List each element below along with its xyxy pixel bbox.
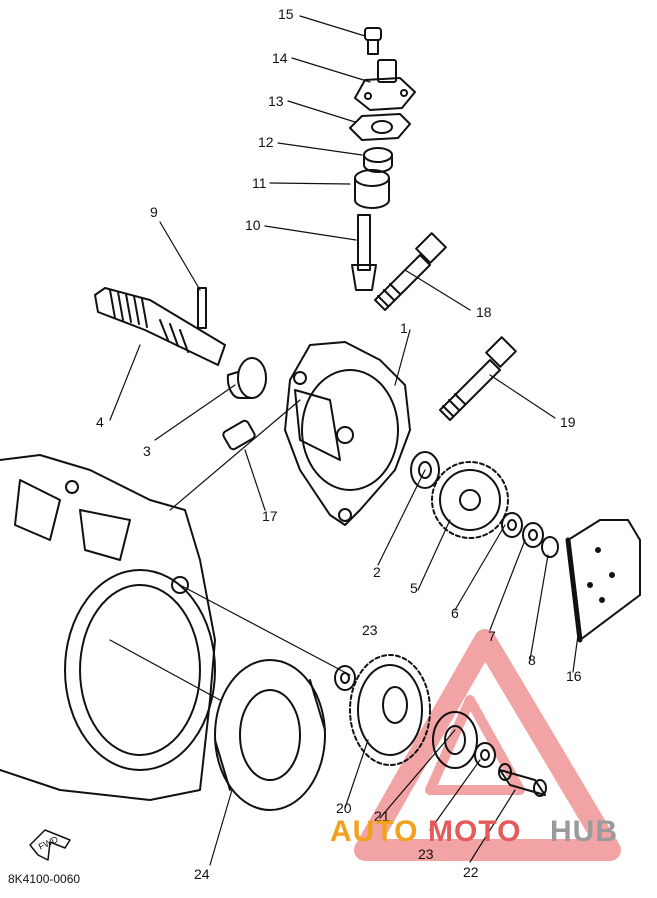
seal-24 <box>214 659 326 811</box>
washer-23-upper <box>334 665 356 691</box>
watermark-part3: HUB <box>550 815 618 848</box>
cap-14 <box>354 59 416 111</box>
callout-21: 21 <box>374 808 390 824</box>
bolt-19 <box>439 336 517 421</box>
callout-5: 5 <box>410 580 418 596</box>
callout-18: 18 <box>476 304 492 320</box>
pin-9 <box>197 287 207 329</box>
bolt-18 <box>374 232 447 311</box>
leader-lines <box>109 15 579 866</box>
callout-20: 20 <box>336 800 352 816</box>
bolt-15 <box>364 27 382 55</box>
housing-1 <box>284 341 411 526</box>
crankcase <box>0 454 216 801</box>
callout-8: 8 <box>528 652 536 668</box>
callout-15: 15 <box>278 6 294 22</box>
callout-23-lower: 23 <box>418 846 434 862</box>
bushing-11 <box>354 169 390 209</box>
callout-14: 14 <box>272 50 288 66</box>
washer-23-lower <box>474 742 496 768</box>
gear-5 <box>431 461 509 539</box>
watermark-part2: MOTO <box>428 815 522 848</box>
watermark-logo-triangle <box>354 629 621 861</box>
bearing-21 <box>432 711 478 769</box>
callout-6: 6 <box>451 605 459 621</box>
washer-2 <box>410 451 440 489</box>
shaft-4 <box>94 287 226 366</box>
callout-19: 19 <box>560 414 576 430</box>
dowel-17 <box>222 419 256 451</box>
callout-10: 10 <box>245 217 261 233</box>
callout-24: 24 <box>194 866 210 882</box>
washer-7 <box>522 522 544 548</box>
bushing-3 <box>226 357 267 400</box>
callout-1: 1 <box>400 320 408 336</box>
callout-3: 3 <box>143 443 151 459</box>
callout-9: 9 <box>150 204 158 220</box>
callout-4: 4 <box>96 414 104 430</box>
pin-22 <box>498 763 547 797</box>
seal-12 <box>363 147 393 173</box>
part-code: 8K4100-0060 <box>8 872 81 886</box>
gear-20 <box>349 654 431 766</box>
callout-11: 11 <box>252 175 267 191</box>
gasket-13 <box>349 113 411 141</box>
callout-2: 2 <box>373 564 381 580</box>
watermark-part1: AUTO <box>330 815 419 848</box>
callout-22: 22 <box>463 864 479 880</box>
gear-shaft-10 <box>351 214 377 291</box>
watermark-text: AUTO MOTO HUB <box>330 815 650 855</box>
callout-23-upper: 23 <box>362 622 378 638</box>
callout-16: 16 <box>566 668 582 684</box>
clip-8 <box>541 536 559 558</box>
callout-12: 12 <box>258 134 274 150</box>
washer-6 <box>501 512 523 538</box>
plate-16 <box>565 519 641 643</box>
callout-17: 17 <box>262 508 278 524</box>
callout-13: 13 <box>268 93 284 109</box>
fwd-arrow <box>29 829 71 861</box>
callout-7: 7 <box>488 628 496 644</box>
